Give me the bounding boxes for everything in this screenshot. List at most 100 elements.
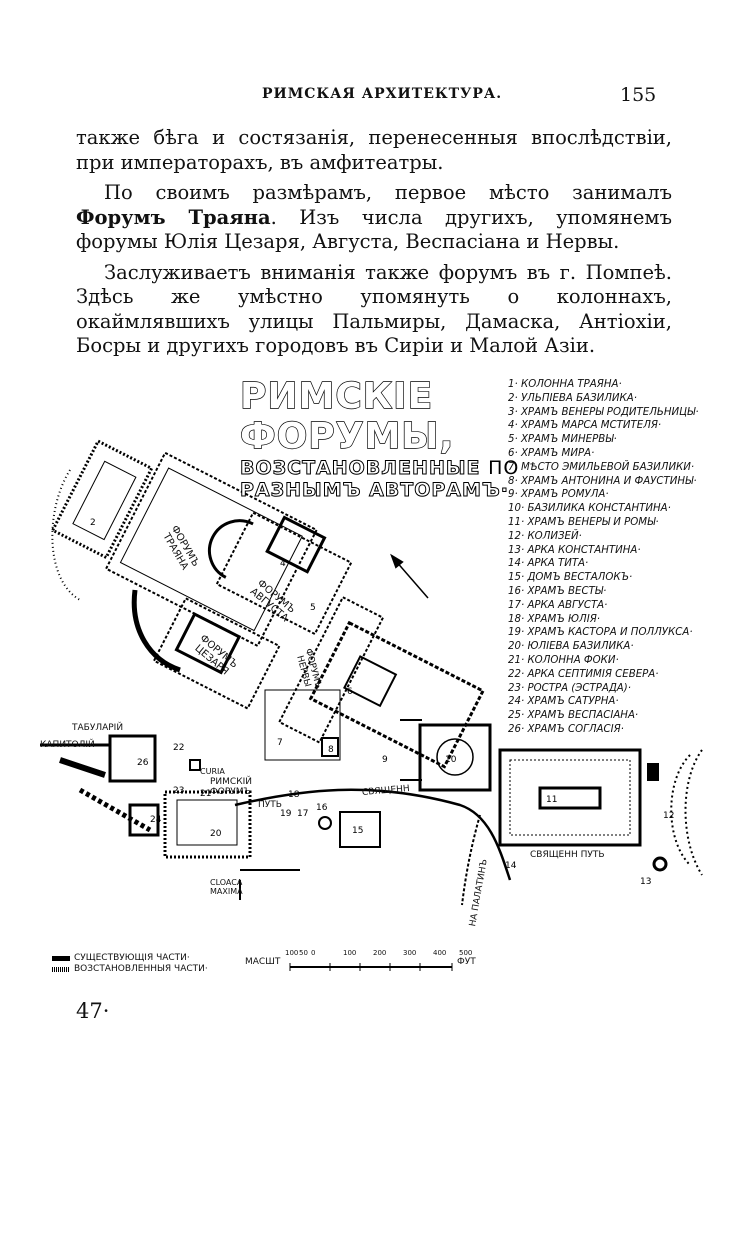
legend-item: 16· ХРАМЪ ВЕСТЫ· — [508, 585, 607, 597]
label-put: ПУТЬ — [258, 800, 282, 810]
map-number-20: 20 — [210, 829, 222, 839]
legend-item: 8· ХРАМЪ АНТОНИНА И ФАУСТИНЫ· — [508, 475, 697, 487]
scale-tick-label: 300 — [403, 949, 417, 957]
scale-bar-shape — [289, 963, 453, 971]
plan-legend: 1· КОЛОННА ТРАЯНА· 2· УЛЬПІЕВА БАЗИЛИКА· 3… — [508, 378, 708, 737]
paragraph-3: Заслуживаетъ вниманія также форумъ въ г.… — [76, 260, 672, 358]
sacred-way-path — [234, 788, 512, 881]
scale-tick-label: 100 — [343, 949, 357, 957]
legend-item: 19· ХРАМЪ КАСТОРА И ПОЛЛУКСА· — [508, 627, 693, 639]
roman-forum-shape — [40, 734, 381, 900]
page-number: 155 — [620, 84, 657, 106]
legend-item: 5· ХРАМЪ МИНЕРВЫ· — [508, 434, 617, 446]
legend-item: 23· РОСТРА (ЭСТРАДА)· — [508, 682, 631, 694]
scale-tick-label: 200 — [373, 949, 387, 957]
legend-item: 24· ХРАМЪ САТУРНА· — [508, 696, 619, 708]
temple-peace-shape — [308, 620, 485, 769]
map-number-14: 14 — [505, 861, 517, 871]
label-cloaca: CLOACA MAXIMA — [210, 878, 243, 896]
legend-item: 6· ХРАМЪ МИРА· — [508, 447, 595, 459]
map-number-5: 5 — [310, 603, 316, 613]
basilica-constantine-shape — [400, 719, 492, 792]
map-number-21: 21 — [200, 789, 211, 799]
forum-nerva-shape — [277, 595, 385, 744]
map-number-15: 15 — [352, 826, 363, 836]
legend-item: 14· АРКА ТИТА· — [508, 558, 589, 570]
legend-item: 26· ХРАМЪ СОГЛАСІЯ· — [508, 723, 624, 735]
forum-augustus-shape — [207, 511, 353, 636]
paragraph-1: также бѣга и состязанія, перенесенныя вп… — [76, 126, 672, 174]
legend-item: 12· КОЛИЗЕЙ· — [508, 530, 582, 542]
map-number-11: 11 — [546, 795, 557, 805]
plan-title-line-1: РИМСКІЕ ФОРУМЫ, — [239, 376, 455, 457]
map-number-22: 22 — [173, 743, 184, 753]
legend-item: 18· ХРАМЪ ЮЛІЯ· — [508, 613, 601, 625]
plan-title-line-2-text: ВОЗСТАНОВЛЕННЫЕ — [240, 457, 481, 480]
key-restored: ВОЗСТАНОВЛЕННЫЯ ЧАСТИ· — [52, 964, 208, 975]
paragraph-2: По своимъ размѣрамъ, первое мѣсто занима… — [76, 181, 672, 255]
map-number-16: 16 — [316, 803, 328, 813]
label-svyashch-put-2: СВЯЩЕНН ПУТЬ — [530, 850, 605, 860]
scale-unit: ФУТ — [457, 957, 476, 967]
plan-key: СУЩЕСТВУЮЩІЯ ЧАСТИ· ВОЗСТАНОВЛЕННЫЯ ЧАСТ… — [52, 953, 208, 975]
legend-item: 4· ХРАМЪ МАРСА МСТИТЕЛЯ· — [508, 420, 662, 432]
map-number-4: 4 — [280, 559, 286, 569]
scale-tick-label: 0 — [311, 949, 316, 957]
legend-item: 13· АРКА КОНСТАНТИНА· — [508, 544, 641, 556]
restored-swatch — [52, 967, 70, 972]
map-number-10: 10 — [445, 755, 457, 765]
map-number-8: 8 — [328, 745, 334, 755]
scale-tick-label: 100 — [285, 949, 299, 957]
map-number-23: 23 — [173, 786, 184, 796]
map-number-17: 17 — [297, 809, 308, 819]
map-number-19: 19 — [280, 809, 292, 819]
legend-item: 22· АРКА СЕПТИМІЯ СЕВЕРА· — [508, 668, 659, 680]
body-text: также бѣга и состязанія, перенесенныя вп… — [76, 126, 672, 359]
colosseum-shape — [670, 749, 703, 876]
map-number-12: 12 — [663, 811, 674, 821]
map-number-13: 13 — [640, 877, 651, 887]
label-curia: CURIA — [200, 767, 225, 776]
legend-item: 3· ХРАМЪ ВЕНЕРЫ РОДИТЕЛЬНИЦЫ· — [508, 406, 699, 418]
forum-plan-drawing: 2 4 5 6 7 8 9 10 11 12 13 14 15 16 17 18… — [40, 439, 703, 971]
legend-item: 7· МѢСТО ЭМИЛЬЕВОЙ БАЗИЛИКИ· — [508, 461, 695, 473]
map-number-6: 6 — [347, 687, 353, 697]
forum-caesar-shape — [152, 597, 281, 710]
forum-plan-figure: 2 4 5 6 7 8 9 10 11 12 13 14 15 16 17 18… — [40, 360, 720, 980]
legend-item: 11· ХРАМЪ ВЕНЕРЫ И РОМЫ· — [508, 516, 659, 528]
figure-number: 47· — [76, 999, 110, 1023]
label-tabulary: ТАБУЛАРІЙ — [72, 723, 124, 733]
scale-tick-label: 500 — [459, 949, 473, 957]
page-header: РИМСКАЯ АРХИТЕКТУРА. 155 — [0, 84, 745, 108]
north-arrow-icon — [390, 553, 429, 599]
legend-item: 2· УЛЬПІЕВА БАЗИЛИКА· — [508, 392, 637, 404]
legend-item: 1· КОЛОННА ТРАЯНА· — [508, 379, 622, 390]
label-kapitoliy: КАПИТОЛІЙ — [40, 740, 95, 750]
legend-item: 25· ХРАМЪ ВЕСПАСІАНА· — [508, 710, 639, 722]
legend-item: 17· АРКА АВГУСТА· — [508, 599, 608, 611]
running-head: РИМСКАЯ АРХИТЕКТУРА. — [262, 86, 503, 102]
scale-tick-label: 50 — [299, 949, 308, 957]
legend-item: 10· БАЗИЛИКА КОНСТАНТИНА· — [508, 503, 671, 515]
map-number-2: 2 — [90, 518, 96, 528]
temple-venus-roma-shape — [498, 748, 659, 847]
plan-title: РИМСКІЕ ФОРУМЫ, ВОЗСТАНОВЛЕННЫЕ ПО РАЗНЫ… — [239, 376, 540, 502]
key-existing-text: СУЩЕСТВУЮЩІЯ ЧАСТИ· — [74, 953, 190, 963]
legend-item: 15· ДОМЪ ВЕСТАЛОКЪ· — [508, 572, 633, 584]
legend-item: 20· ЮЛІЕВА БАЗИЛИКА· — [508, 641, 634, 653]
map-number-9: 9 — [382, 755, 388, 765]
scale-label: МАСШТ — [245, 957, 281, 967]
key-restored-text: ВОЗСТАНОВЛЕННЫЯ ЧАСТИ· — [74, 964, 208, 974]
label-rimskiy-forum: РИМСКІЙ ФОРУМЪ — [210, 777, 252, 797]
map-number-18: 18 — [288, 790, 300, 800]
key-existing: СУЩЕСТВУЮЩІЯ ЧАСТИ· — [52, 953, 208, 964]
scale-tick-label: 400 — [433, 949, 447, 957]
existing-swatch — [52, 956, 70, 961]
paragraph-2-before: По своимъ размѣрамъ, первое мѣсто занима… — [104, 181, 672, 204]
map-number-26: 26 — [137, 758, 149, 768]
plan-title-line-2: ВОЗСТАНОВЛЕННЫЕ ПО — [240, 457, 540, 480]
forum-trajan-emphasis: Форумъ Траяна — [76, 205, 271, 229]
plan-title-line-3: РАЗНЫМЪ АВТОРАМЪ· — [240, 479, 509, 502]
legend-item: 9· ХРАМЪ РОМУЛА· — [508, 489, 609, 501]
